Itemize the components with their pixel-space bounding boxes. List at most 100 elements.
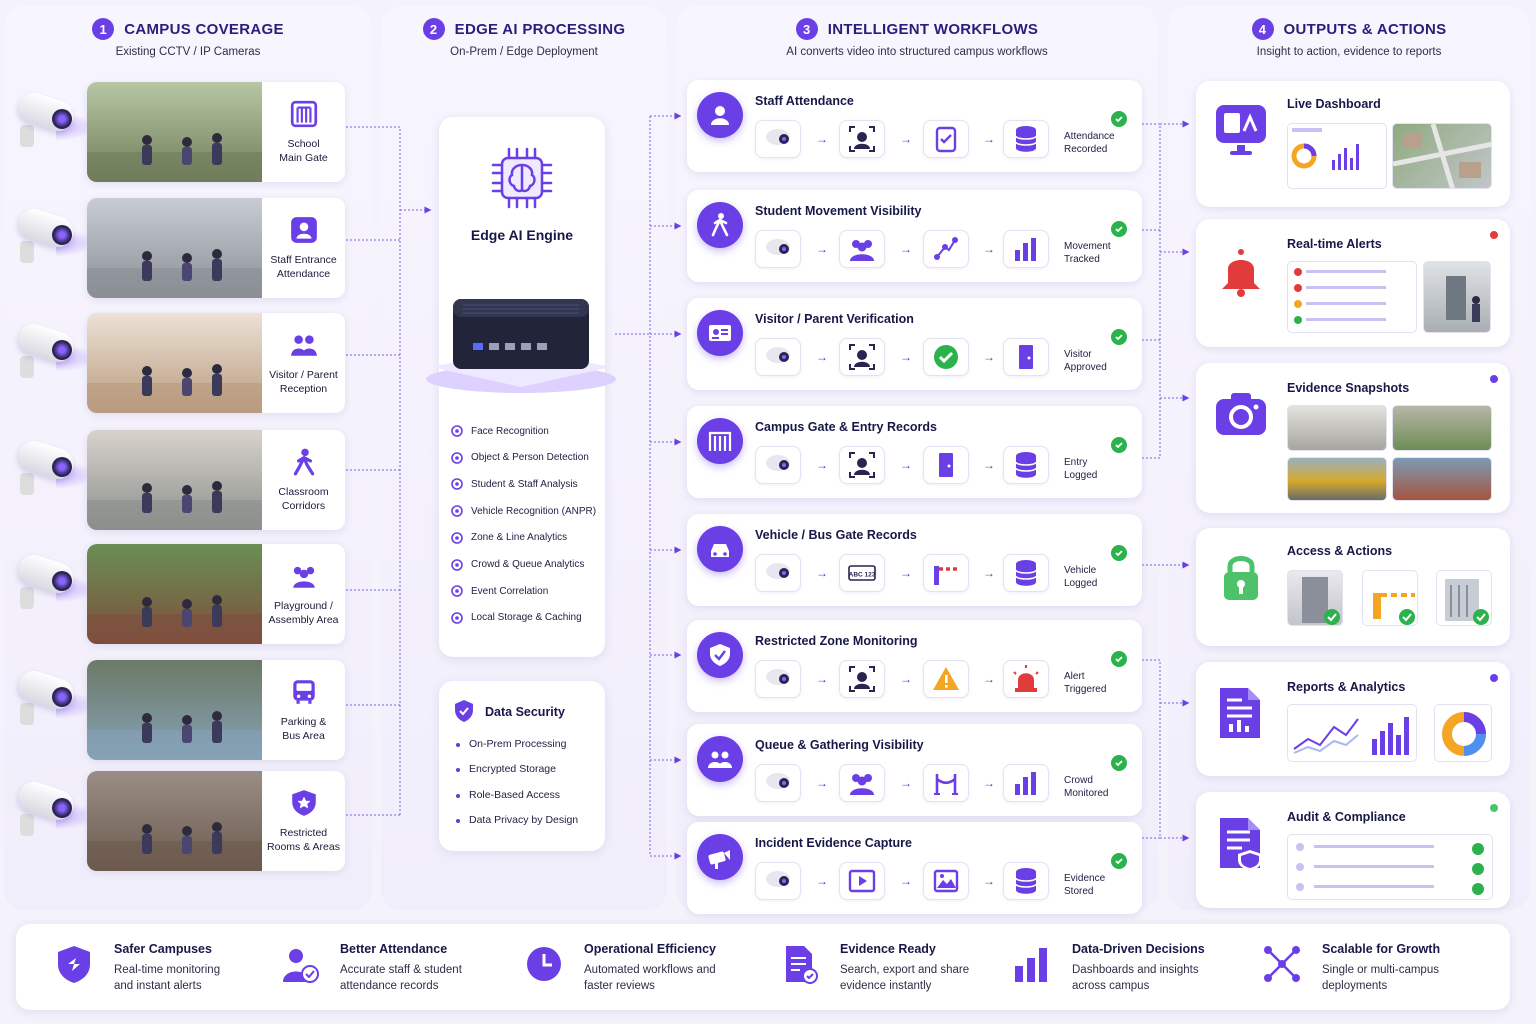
output-card[interactable]: Reports & Analytics (1196, 662, 1510, 776)
shield-icon (291, 790, 316, 816)
status-check-icon (1111, 111, 1127, 127)
alerts-list-thumbnail (1287, 261, 1417, 333)
status-check-icon (1111, 437, 1127, 453)
door-icon (1019, 345, 1033, 369)
snapshot-corridor (1287, 405, 1387, 451)
workflow-step (755, 554, 801, 592)
feature-icon (451, 558, 463, 571)
network-icon (1264, 946, 1300, 982)
shield-icon (455, 700, 473, 722)
location-card[interactable]: Playground /Assembly Area (87, 544, 345, 644)
image-icon (933, 869, 959, 893)
workflow-glyph-icon (708, 751, 732, 768)
output-card[interactable]: Evidence Snapshots (1196, 363, 1510, 513)
engine-feature: Crowd & Queue Analytics (451, 558, 584, 571)
workflow-title: Restricted Zone Monitoring (755, 634, 918, 648)
workflow-step (755, 764, 801, 802)
workflow-step (839, 660, 885, 698)
camera-icon (766, 129, 790, 145)
camera-icon (766, 563, 790, 579)
database-icon (1015, 868, 1037, 894)
benefit-line1: Dashboards and insights (1072, 964, 1199, 976)
camera-icon (766, 347, 790, 363)
workflow-icon (697, 736, 743, 782)
workflow-glyph-icon (709, 325, 731, 341)
snapshot-bus (1287, 457, 1387, 501)
workflow-title: Visitor / Parent Verification (755, 312, 914, 326)
status-line1: Evidence (1064, 873, 1106, 884)
output-card[interactable]: Live Dashboard (1196, 81, 1510, 207)
step-number: 3 (795, 18, 818, 40)
output-title: Reports & Analytics (1287, 680, 1406, 694)
location-line2: Attendance (276, 268, 331, 280)
output-card[interactable]: Audit & Compliance (1196, 792, 1510, 908)
benefit-line2: attendance records (340, 980, 439, 992)
database-icon (1015, 452, 1037, 478)
workflow-step (839, 230, 885, 268)
workflow-step (839, 338, 885, 376)
campus-aerial-thumbnail (1392, 123, 1492, 189)
workflow-step (923, 554, 969, 592)
status-line1: Movement (1064, 241, 1111, 252)
benefit-line2: faster reviews (584, 980, 655, 992)
location-line1: Staff Entrance (270, 254, 337, 266)
output-card[interactable]: Real-time Alerts (1196, 219, 1510, 347)
output-card[interactable]: Access & Actions (1196, 528, 1510, 646)
workflow-icon (697, 526, 743, 572)
audit-checklist-thumbnail (1287, 834, 1493, 900)
benefit-line1: Accurate staff & student (340, 964, 462, 976)
location-card[interactable]: Parking &Bus Area (87, 660, 345, 760)
walking-icon (293, 448, 314, 476)
workflow-title: Campus Gate & Entry Records (755, 420, 937, 434)
output-title: Audit & Compliance (1287, 810, 1406, 824)
bell-icon (1222, 249, 1260, 297)
workflow-title: Staff Attendance (755, 94, 854, 108)
face-scan-icon (849, 666, 875, 692)
column-title: CAMPUS COVERAGE (124, 20, 284, 38)
clipboard-check-icon (935, 126, 957, 153)
output-title: Live Dashboard (1287, 97, 1381, 111)
status-check-icon (1111, 221, 1127, 237)
step-arrow: → (900, 350, 912, 364)
location-line2: Corridors (281, 500, 326, 512)
status-line2: Approved (1064, 362, 1107, 373)
column-subtitle: Insight to action, evidence to reports (1256, 46, 1442, 58)
status-check-icon (1111, 755, 1127, 771)
database-icon (1015, 560, 1037, 586)
workflow-icon (697, 92, 743, 138)
plate-text: ABC 123 (849, 572, 876, 579)
status-line1: Entry (1064, 457, 1088, 468)
status-line1: Alert (1064, 671, 1085, 682)
status-line1: Vehicle (1064, 565, 1097, 576)
dashboard-thumbnail (1287, 123, 1387, 189)
output-title: Evidence Snapshots (1287, 381, 1410, 395)
workflow-icon (697, 310, 743, 356)
step-number: 2 (422, 18, 445, 40)
bar-chart-icon (1015, 772, 1036, 795)
location-line1: Classroom (278, 486, 329, 498)
